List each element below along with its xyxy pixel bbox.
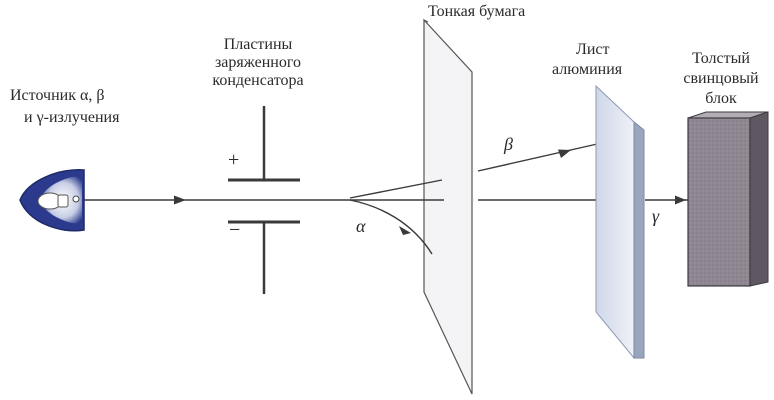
aluminium-label-line1: Лист <box>576 41 610 58</box>
plus-sign: + <box>228 149 239 171</box>
lead-label-line3: блок <box>705 90 737 107</box>
paper-label: Тонкая бумага <box>428 3 525 20</box>
capacitor-plates <box>228 106 300 294</box>
gamma-ray <box>350 195 688 205</box>
aluminium-sheet <box>595 84 645 360</box>
alpha-symbol: α <box>356 216 366 236</box>
minus-sign: − <box>229 219 240 241</box>
radiation-source-icon <box>19 169 85 232</box>
lead-label-line2: свинцовый <box>683 70 759 87</box>
plates-label-line3: конденсатора <box>212 72 303 89</box>
lead-block <box>687 111 769 287</box>
alpha-ray <box>349 199 433 255</box>
gamma-symbol: γ <box>652 206 660 226</box>
plates-label-line1: Пластины <box>224 36 293 53</box>
source-label-line1: Источник α, β <box>10 87 105 104</box>
source-label-line2: и γ-излучения <box>24 109 120 126</box>
aluminium-label-line2: алюминия <box>552 61 623 78</box>
plates-label-line2: заряженного <box>215 54 301 71</box>
beta-symbol: β <box>503 134 513 154</box>
beam-arrow <box>174 195 186 205</box>
paper-sheet <box>423 18 473 395</box>
lead-label-line1: Толстый <box>692 50 750 67</box>
beta-ray <box>349 141 607 199</box>
